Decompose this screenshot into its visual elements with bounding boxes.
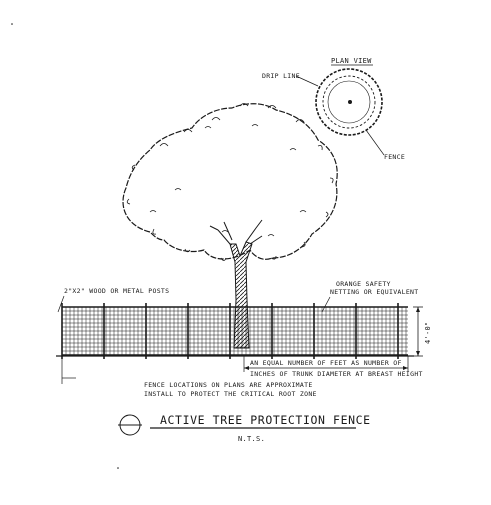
posts-leader: [57, 295, 65, 313]
drip-line-leader: [295, 75, 319, 87]
fence-label: FENCE: [384, 153, 405, 161]
detail-title: ACTIVE TREE PROTECTION FENCE: [160, 413, 371, 427]
fence-leader: [365, 129, 385, 156]
height-dimension: 4'-0": [413, 306, 432, 357]
tree: [122, 103, 338, 349]
netting-label-line2: NETTING OR EQUIVALENT: [330, 288, 418, 296]
tree-trunk: [229, 241, 253, 349]
fence-elevation: [56, 303, 414, 359]
detail-scale: N.T.S.: [238, 435, 265, 443]
tree-canopy: [122, 103, 338, 260]
plan-inner-circle: [327, 80, 371, 124]
posts-label: 2"X2" WOOD OR METAL POSTS: [64, 287, 169, 295]
scan-speck: [11, 23, 13, 25]
offset-label-line2: INCHES OF TRUNK DIAMETER AT BREAST HEIGH…: [250, 370, 423, 378]
title-block: ACTIVE TREE PROTECTION FENCE N.T.S.: [118, 413, 371, 443]
drip-line-circle: [315, 68, 383, 136]
tree-branches: [209, 219, 263, 245]
plan-view: PLAN VIEW DRIP LINE FENCE: [262, 57, 405, 161]
netting-leader: [321, 296, 331, 313]
tree-canopy-scallops: [126, 103, 334, 261]
drip-line-label: DRIP LINE: [262, 72, 300, 80]
plan-trunk-dot: [348, 100, 352, 104]
offset-label-line1: AN EQUAL NUMBER OF FEET AS NUMBER OF: [250, 359, 402, 367]
netting-label-line1: ORANGE SAFETY: [336, 280, 391, 288]
height-label: 4'-0": [424, 321, 432, 344]
note-line2: INSTALL TO PROTECT THE CRITICAL ROOT ZON…: [144, 390, 317, 398]
offset-dimension: [243, 356, 409, 372]
scan-speck: [117, 467, 119, 469]
tree-canopy-tufts: [149, 124, 307, 237]
note-line1: FENCE LOCATIONS ON PLANS ARE APPROXIMATE: [144, 381, 313, 389]
fence-posts: [61, 303, 399, 359]
plan-view-title: PLAN VIEW: [331, 57, 372, 65]
plan-fence-circle: [322, 75, 376, 129]
